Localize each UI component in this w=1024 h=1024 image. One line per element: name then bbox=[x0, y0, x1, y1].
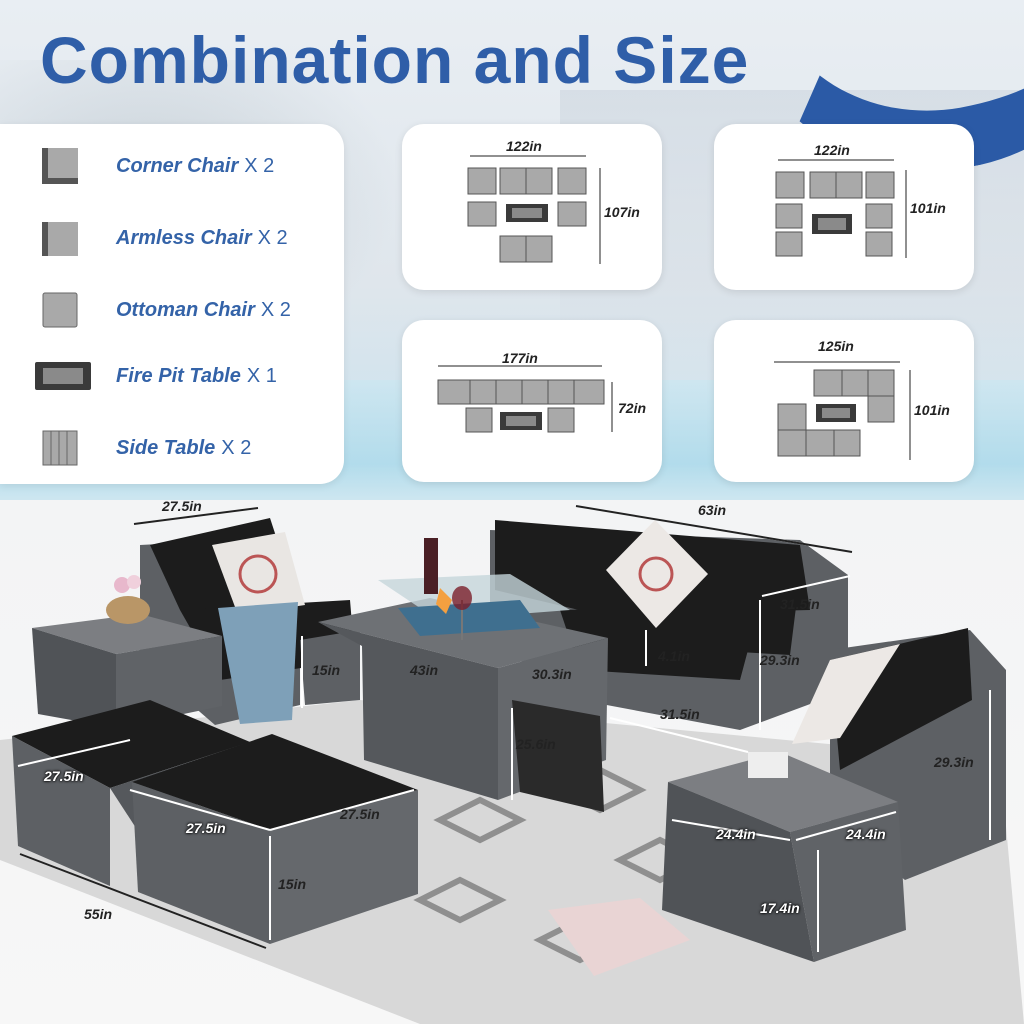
dim-table-height: 25.6in bbox=[516, 736, 556, 752]
ottoman-right bbox=[132, 734, 418, 944]
dim-chair-width: 27.5in bbox=[162, 498, 202, 514]
left-side-table bbox=[32, 614, 222, 728]
layout-3-diagram bbox=[437, 365, 613, 433]
tray bbox=[748, 752, 788, 778]
dim-ottoman-depth: 27.5in bbox=[186, 820, 226, 836]
dim-side-height: 17.4in bbox=[760, 900, 800, 916]
legend-qty: X 2 bbox=[257, 226, 288, 249]
legend-item-side-table: Side Table X 2 bbox=[40, 428, 251, 468]
layout-3-width: 177in bbox=[502, 350, 538, 366]
flower-basket bbox=[106, 596, 150, 624]
page-title: Combination and Size bbox=[40, 23, 750, 97]
legend-qty: X 1 bbox=[246, 364, 277, 387]
throw-pillow bbox=[606, 520, 708, 628]
layout-1-depth: 107in bbox=[604, 204, 640, 220]
layout-1-width: 122in bbox=[506, 138, 542, 154]
ottoman-chair-icon bbox=[42, 292, 78, 328]
dim-seat-depth: 31.5in bbox=[660, 706, 700, 722]
right-side-table bbox=[662, 752, 906, 962]
layout-card-4: 125in 101in bbox=[714, 320, 974, 482]
layout-2-depth: 101in bbox=[910, 200, 946, 216]
legend-qty: X 2 bbox=[244, 154, 275, 177]
legend-name: Fire Pit Table bbox=[116, 364, 241, 387]
dim-chair-height: 29.3in bbox=[760, 652, 800, 668]
dim-side-depth: 24.4in bbox=[846, 826, 886, 842]
dim-seat-height: 15in bbox=[312, 662, 341, 678]
layout-2-width: 122in bbox=[814, 142, 850, 158]
legend-name: Corner Chair bbox=[116, 154, 239, 177]
throw-blanket bbox=[218, 602, 298, 724]
armless-chair-icon bbox=[42, 222, 78, 256]
legend-qty: X 2 bbox=[221, 436, 252, 459]
dim-ottoman-height: 15in bbox=[278, 876, 307, 892]
layout-card-3: 177in 72in bbox=[402, 320, 662, 482]
layout-card-1: 122in 107in bbox=[402, 124, 662, 290]
table-lid bbox=[512, 700, 604, 812]
layout-card-2: 122in 101in bbox=[714, 124, 974, 290]
side-table-icon bbox=[42, 430, 78, 466]
throw-pillow bbox=[792, 644, 900, 744]
dim-ottoman-width-2: 27.5in bbox=[340, 806, 380, 822]
layout-2-diagram bbox=[775, 159, 907, 258]
throw-pillow bbox=[212, 532, 305, 615]
fire-pit-table-icon bbox=[35, 362, 91, 390]
dim-cushion-thickness: 4.1in bbox=[658, 648, 690, 664]
legend-name: Armless Chair bbox=[116, 226, 252, 249]
dim-ottoman-total: 55in bbox=[84, 906, 113, 922]
legend-name: Side Table bbox=[116, 436, 216, 459]
dim-table-depth: 30.3in bbox=[532, 666, 572, 682]
dim-side-width: 24.4in bbox=[716, 826, 756, 842]
dim-ottoman-width: 27.5in bbox=[44, 768, 84, 784]
legend-item-armless-chair: Armless Chair X 2 bbox=[40, 218, 288, 258]
legend-item-fire-pit-table: Fire Pit Table X 1 bbox=[35, 360, 277, 392]
floor-pillow bbox=[548, 898, 690, 976]
corner-chair-icon bbox=[42, 148, 78, 184]
legend-item-ottoman-chair: Ottoman Chair X 2 bbox=[40, 290, 291, 330]
dim-back-height: 31.5in bbox=[780, 596, 820, 612]
legend-card: Corner Chair X 2 Armless Chair X 2 Ottom… bbox=[0, 124, 344, 484]
dim-table-width: 43in bbox=[410, 662, 439, 678]
layout-4-width: 125in bbox=[818, 338, 854, 354]
layout-3-depth: 72in bbox=[618, 400, 647, 416]
dim-right-chair-height: 29.3in bbox=[934, 754, 974, 770]
dim-sofa-width: 63in bbox=[698, 502, 727, 518]
wine-bottle bbox=[424, 538, 438, 594]
layout-4-depth: 101in bbox=[914, 402, 950, 418]
legend-item-corner-chair: Corner Chair X 2 bbox=[40, 146, 274, 186]
legend-name: Ottoman Chair bbox=[116, 298, 255, 321]
layout-4-diagram bbox=[774, 361, 911, 460]
legend-qty: X 2 bbox=[260, 298, 291, 321]
layout-1-diagram bbox=[467, 155, 601, 264]
